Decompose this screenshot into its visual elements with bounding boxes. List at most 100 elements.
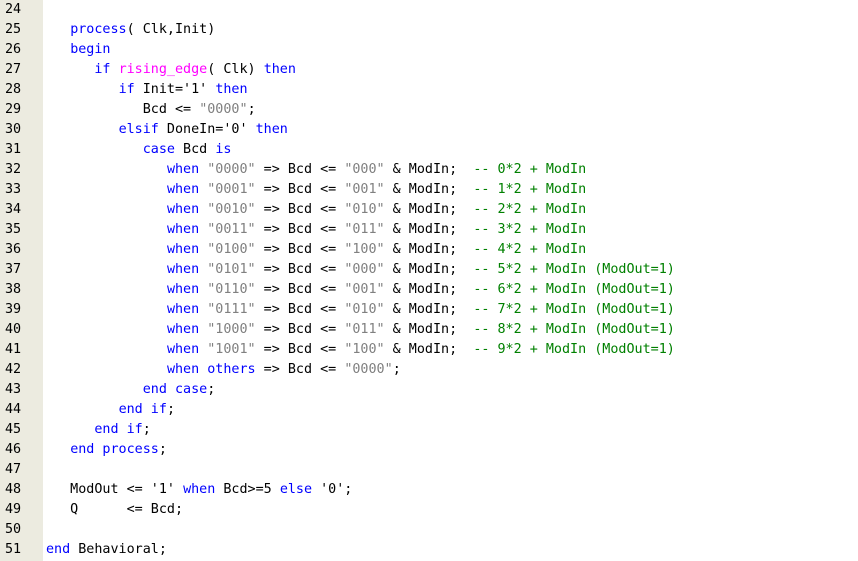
code-text: case Bcd is xyxy=(46,140,232,160)
code-line[interactable]: 44 end if; xyxy=(0,400,858,420)
code-line[interactable]: 50 xyxy=(0,520,858,540)
code-line[interactable]: 35 when "0011" => Bcd <= "011" & ModIn; … xyxy=(0,220,858,240)
code-text: end Behavioral; xyxy=(46,540,167,560)
code-token: => Bcd <= xyxy=(255,322,345,337)
code-token xyxy=(46,42,70,57)
code-line[interactable]: 47 xyxy=(0,460,858,480)
code-token: Bcd>=5 xyxy=(215,482,280,497)
code-text: end if; xyxy=(46,420,150,440)
string-literal-token: "100" xyxy=(344,242,385,257)
code-token xyxy=(46,62,94,77)
code-line[interactable]: 29 Bcd <= "0000"; xyxy=(0,100,858,120)
keyword-token: then xyxy=(255,122,288,137)
line-number: 41 xyxy=(5,342,22,357)
string-literal-token: "0001" xyxy=(207,182,256,197)
code-text: Q <= Bcd; xyxy=(46,500,183,520)
code-line[interactable]: 28 if Init='1' then xyxy=(0,80,858,100)
keyword-token: end process xyxy=(70,442,159,457)
keyword-token: when xyxy=(166,202,200,217)
code-line[interactable]: 42 when others => Bcd <= "0000"; xyxy=(0,360,858,380)
code-token xyxy=(46,82,119,97)
keyword-token: is xyxy=(215,142,232,157)
code-token: Bcd <= xyxy=(46,102,200,117)
code-token xyxy=(46,382,143,397)
code-token: => Bcd <= xyxy=(255,202,345,217)
code-line[interactable]: 40 when "1000" => Bcd <= "011" & ModIn; … xyxy=(0,320,858,340)
function-token: rising_edge xyxy=(118,62,208,77)
code-token: => Bcd <= xyxy=(255,182,345,197)
code-token: ( Clk,Init) xyxy=(126,22,216,37)
comment-token: -- 1*2 + ModIn xyxy=(473,182,587,197)
code-token: & ModIn; xyxy=(384,222,474,237)
code-line[interactable]: 25 process( Clk,Init) xyxy=(0,20,858,40)
code-line[interactable]: 33 when "0001" => Bcd <= "001" & ModIn; … xyxy=(0,180,858,200)
code-token: & ModIn; xyxy=(384,282,474,297)
keyword-token: end case xyxy=(142,382,208,397)
string-literal-token: "011" xyxy=(344,222,385,237)
keyword-token: when xyxy=(166,362,200,377)
keyword-token: when xyxy=(166,282,200,297)
code-token: & ModIn; xyxy=(384,242,474,257)
code-line[interactable]: 49 Q <= Bcd; xyxy=(0,500,858,520)
code-token: & ModIn; xyxy=(384,182,474,197)
line-number: 24 xyxy=(5,2,22,17)
code-line[interactable]: 34 when "0010" => Bcd <= "010" & ModIn; … xyxy=(0,200,858,220)
string-literal-token: "0000" xyxy=(199,102,248,117)
code-token xyxy=(46,182,167,197)
code-line[interactable]: 26 begin xyxy=(0,40,858,60)
string-literal-token: "001" xyxy=(344,282,385,297)
line-number: 35 xyxy=(5,222,22,237)
code-line[interactable]: 30 elsif DoneIn='0' then xyxy=(0,120,858,140)
code-token xyxy=(46,342,167,357)
code-line[interactable]: 39 when "0111" => Bcd <= "010" & ModIn; … xyxy=(0,300,858,320)
code-text: when "0111" => Bcd <= "010" & ModIn; -- … xyxy=(46,300,675,320)
code-token: DoneIn='0' xyxy=(158,122,256,137)
code-line[interactable]: 38 when "0110" => Bcd <= "001" & ModIn; … xyxy=(0,280,858,300)
code-token xyxy=(46,242,167,257)
code-text: Bcd <= "0000"; xyxy=(46,100,256,120)
code-token: & ModIn; xyxy=(384,322,474,337)
code-line[interactable]: 24 xyxy=(0,0,858,20)
code-line[interactable]: 45 end if; xyxy=(0,420,858,440)
keyword-token: end xyxy=(46,542,71,557)
code-token xyxy=(46,402,119,417)
code-line[interactable]: 37 when "0101" => Bcd <= "000" & ModIn; … xyxy=(0,260,858,280)
code-token: => Bcd <= xyxy=(255,362,345,377)
code-text: begin xyxy=(46,40,110,60)
string-literal-token: "0101" xyxy=(207,262,256,277)
code-line[interactable]: 32 when "0000" => Bcd <= "000" & ModIn; … xyxy=(0,160,858,180)
code-text: when "0011" => Bcd <= "011" & ModIn; -- … xyxy=(46,220,586,240)
code-line[interactable]: 36 when "0100" => Bcd <= "100" & ModIn; … xyxy=(0,240,858,260)
code-token: => Bcd <= xyxy=(255,302,345,317)
string-literal-token: "0100" xyxy=(207,242,256,257)
line-number: 43 xyxy=(5,382,22,397)
code-line[interactable]: 31 case Bcd is xyxy=(0,140,858,160)
code-text: when "1000" => Bcd <= "011" & ModIn; -- … xyxy=(46,320,675,340)
line-number: 29 xyxy=(5,102,22,117)
string-literal-token: "0111" xyxy=(207,302,256,317)
code-token: ; xyxy=(158,442,167,457)
code-text: when others => Bcd <= "0000"; xyxy=(46,360,401,380)
code-token: => Bcd <= xyxy=(255,342,345,357)
keyword-token: when xyxy=(183,482,216,497)
line-number: 37 xyxy=(5,262,22,277)
code-line[interactable]: 27 if rising_edge( Clk) then xyxy=(0,60,858,80)
code-line[interactable]: 46 end process; xyxy=(0,440,858,460)
line-number: 31 xyxy=(5,142,22,157)
code-line[interactable]: 48 ModOut <= '1' when Bcd>=5 else '0'; xyxy=(0,480,858,500)
code-text: when "0100" => Bcd <= "100" & ModIn; -- … xyxy=(46,240,586,260)
code-line[interactable]: 43 end case; xyxy=(0,380,858,400)
string-literal-token: "0000" xyxy=(207,162,256,177)
code-token: => Bcd <= xyxy=(255,222,345,237)
string-literal-token: "000" xyxy=(344,162,385,177)
string-literal-token: "000" xyxy=(344,262,385,277)
keyword-token: when xyxy=(166,182,200,197)
code-line[interactable]: 41 when "1001" => Bcd <= "100" & ModIn; … xyxy=(0,340,858,360)
comment-token: -- 9*2 + ModIn (ModOut=1) xyxy=(473,342,675,357)
line-number: 36 xyxy=(5,242,22,257)
keyword-token: if xyxy=(118,82,135,97)
line-number-gutter xyxy=(0,0,43,561)
keyword-token: when xyxy=(166,302,200,317)
